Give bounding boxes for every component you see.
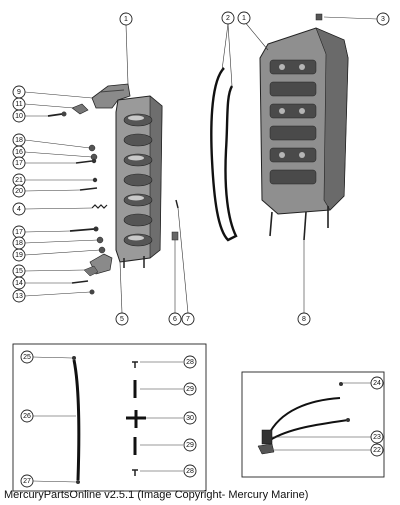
callout-number: 28: [186, 468, 194, 475]
callout-number: 13: [15, 293, 23, 300]
callout-22: 22: [370, 443, 384, 457]
callout-11: 11: [12, 97, 26, 111]
callout-1: 1: [119, 12, 133, 26]
callout-6: 6: [168, 312, 182, 326]
callout-19: 19: [12, 248, 26, 262]
callout-24: 24: [370, 376, 384, 390]
cylinder-block-front-view: [89, 83, 163, 275]
callout-number: 10: [15, 113, 23, 120]
callout-number: 24: [373, 380, 381, 387]
callout-number: 20: [15, 188, 23, 195]
callout-14: 14: [12, 276, 26, 290]
callout-3: 3: [376, 12, 390, 26]
seal-strip-gasket: [210, 67, 238, 242]
callout-20: 20: [12, 184, 26, 198]
callout-27: 27: [20, 474, 34, 488]
callout-number: 23: [373, 434, 381, 441]
leader-lines: [24, 16, 378, 314]
callout-30: 30: [183, 411, 197, 425]
callout-5: 5: [115, 312, 129, 326]
callout-2: 2: [221, 11, 235, 25]
callout-number: 1: [124, 16, 128, 23]
callout-18: 18: [12, 236, 26, 250]
callout-number: 28: [186, 359, 194, 366]
callout-number: 2: [226, 15, 230, 22]
hose-kit-parts: [72, 356, 146, 484]
callout-number: 17: [15, 160, 23, 167]
callout-9: 9: [12, 85, 26, 99]
callout-number: 18: [15, 137, 23, 144]
callout-29: 29: [183, 382, 197, 396]
callout-13: 13: [12, 289, 26, 303]
callout-17: 17: [12, 225, 26, 239]
callout-17: 17: [12, 156, 26, 170]
callout-number: 14: [15, 280, 23, 287]
callout-4: 4: [12, 202, 26, 216]
callout-29: 29: [183, 438, 197, 452]
callout-25: 25: [20, 350, 34, 364]
callout-7: 7: [181, 312, 195, 326]
callout-number: 8: [302, 316, 306, 323]
callout-number: 25: [23, 354, 31, 361]
callout-number: 5: [120, 316, 124, 323]
callout-number: 15: [15, 268, 23, 275]
hose-kit-leaders: [32, 356, 183, 483]
callout-21: 21: [12, 173, 26, 187]
callout-number: 1: [242, 15, 246, 22]
callout-18: 18: [12, 133, 26, 147]
callout-26: 26: [20, 409, 34, 423]
callout-number: 4: [17, 206, 21, 213]
callout-28: 28: [183, 355, 197, 369]
callout-number: 21: [15, 177, 23, 184]
callout-number: 18: [15, 240, 23, 247]
callout-28: 28: [183, 464, 197, 478]
callout-number: 26: [23, 413, 31, 420]
callout-16: 16: [12, 145, 26, 159]
copyright-caption: MercuryPartsOnline v2.5.1 (Image Copyrig…: [4, 489, 309, 501]
callout-number: 19: [15, 252, 23, 259]
hose-kit-box: [12, 343, 207, 492]
callout-number: 16: [15, 149, 23, 156]
wire-harness-leaders: [272, 382, 371, 451]
callout-number: 9: [17, 89, 21, 96]
callout-15: 15: [12, 264, 26, 278]
wire-harness-parts: [257, 382, 350, 455]
callout-number: 7: [186, 316, 190, 323]
wire-harness-box: [241, 371, 385, 478]
callout-number: 30: [186, 415, 194, 422]
callout-23: 23: [370, 430, 384, 444]
callout-8: 8: [297, 312, 311, 326]
callout-number: 11: [15, 101, 22, 108]
callout-number: 27: [23, 478, 31, 485]
callout-number: 17: [15, 229, 23, 236]
callout-number: 6: [173, 316, 177, 323]
callout-1: 1: [237, 11, 251, 25]
cylinder-block-rear-view: [259, 13, 349, 241]
callout-number: 29: [186, 442, 194, 449]
callout-number: 3: [381, 16, 385, 23]
callout-number: 29: [186, 386, 194, 393]
callout-10: 10: [12, 109, 26, 123]
callout-number: 22: [373, 447, 381, 454]
